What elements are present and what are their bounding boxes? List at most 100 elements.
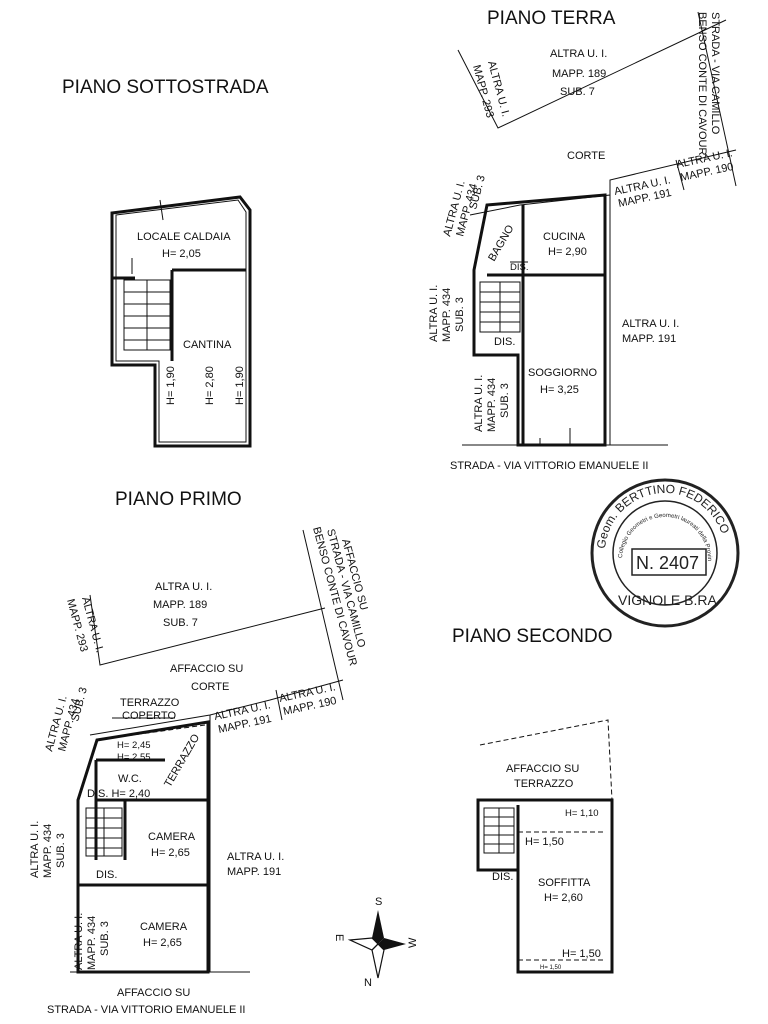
terra-boundary-street bbox=[697, 11, 737, 187]
label-h-190-right: H= 1,90 bbox=[234, 366, 246, 405]
label-dis-top: DIS. bbox=[510, 262, 528, 273]
label-affaccio-bottom-2: STRADA - VIA VITTORIO EMANUELE II bbox=[47, 1004, 245, 1016]
label-altra-434b-1: ALTRA U. I. bbox=[428, 285, 440, 342]
label-primo-altra-434c-1: ALTRA U. I. bbox=[73, 913, 85, 970]
terra-boundary-top bbox=[457, 19, 727, 129]
label-affaccio-corte-1: AFFACCIO SU bbox=[170, 663, 243, 675]
label-primo-altra-434b-1: ALTRA U. I. bbox=[29, 821, 41, 878]
label-camera-1: CAMERA bbox=[148, 831, 196, 843]
label-primo-dis: DIS. bbox=[96, 869, 117, 881]
label-altra-191b-2: MAPP. 191 bbox=[622, 333, 676, 345]
label-affaccio-bottom-1: AFFACCIO SU bbox=[117, 987, 190, 999]
label-locale-caldaia: LOCALE CALDAIA bbox=[137, 231, 231, 243]
label-bagno: BAGNO bbox=[486, 223, 516, 264]
compass-label-s: S bbox=[375, 896, 382, 908]
label-h-255: H= 2,55 bbox=[117, 752, 151, 763]
label-h-caldaia: H= 2,05 bbox=[162, 248, 201, 260]
label-cantina: CANTINA bbox=[183, 339, 232, 351]
label-altra-189-1: ALTRA U. I. bbox=[155, 581, 212, 593]
label-h-camera-2: H= 2,65 bbox=[143, 937, 182, 949]
label-terrazzo-coperto-2: COPERTO bbox=[122, 710, 176, 722]
label-altra-189-3: SUB. 7 bbox=[560, 86, 595, 98]
primo-stairs bbox=[85, 807, 123, 857]
label-dis: DIS. bbox=[494, 336, 515, 348]
primo-outline bbox=[76, 720, 210, 974]
label-h-cucina: H= 2,90 bbox=[548, 246, 587, 258]
label-altra-189-1: ALTRA U. I. bbox=[550, 48, 607, 60]
secondo-outline bbox=[476, 798, 614, 974]
compass-label-n: N bbox=[364, 977, 372, 989]
label-primo-altra-434a-3: SUB. 3 bbox=[69, 686, 90, 723]
label-h-245: H= 2,45 bbox=[117, 740, 151, 751]
stamp-city: VIGNOLE B.RA bbox=[618, 592, 717, 608]
label-street-emanuele: STRADA - VIA VITTORIO EMANUELE II bbox=[450, 460, 648, 472]
label-h-camera-1: H= 2,65 bbox=[151, 847, 190, 859]
title-terra: PIANO TERRA bbox=[487, 8, 616, 29]
secondo-terrazzo-dashed bbox=[479, 719, 613, 801]
label-wc: W.C. bbox=[118, 773, 142, 785]
label-h-110: H= 1,10 bbox=[565, 808, 599, 819]
primo-boundary-street bbox=[302, 529, 344, 701]
label-altra-189-2: MAPP. 189 bbox=[153, 599, 207, 611]
label-soggiorno: SOGGIORNO bbox=[528, 367, 598, 379]
sottostrada-arrow bbox=[159, 199, 164, 221]
label-dis-wc: DIS. H= 2,40 bbox=[87, 788, 150, 800]
primo-boundary-corte bbox=[89, 679, 344, 736]
label-camera-2: CAMERA bbox=[140, 921, 188, 933]
label-altra-434b-2: MAPP. 434 bbox=[441, 288, 453, 342]
plan-secondo: PIANO SECONDO AFFACCIO SU TERRAZZO H= 1,… bbox=[452, 626, 614, 974]
plan-sottostrada: PIANO SOTTOSTRADA LOCALE CALDAIA H= 2,05… bbox=[62, 77, 269, 448]
terra-boundary-tick bbox=[675, 159, 685, 191]
title-sottostrada: PIANO SOTTOSTRADA bbox=[62, 77, 269, 98]
label-primo-altra-191b-1: ALTRA U. I. bbox=[227, 851, 284, 863]
secondo-stairs bbox=[483, 807, 515, 854]
title-primo: PIANO PRIMO bbox=[115, 489, 242, 510]
label-terrazzo: TERRAZZO bbox=[162, 732, 202, 790]
sottostrada-outline bbox=[110, 195, 252, 448]
label-altra-434c-1: ALTRA U. I. bbox=[473, 375, 485, 432]
label-altra-191b-1: ALTRA U. I. bbox=[622, 318, 679, 330]
label-altra-434c-2: MAPP. 434 bbox=[486, 378, 498, 432]
sottostrada-inner-wall bbox=[115, 199, 247, 443]
label-h-280: H= 2,80 bbox=[204, 366, 216, 405]
compass-rose: S E W N bbox=[333, 896, 419, 989]
label-altra-189-2: MAPP. 189 bbox=[552, 68, 606, 80]
label-cucina: CUCINA bbox=[543, 231, 586, 243]
label-soffitta: SOFFITTA bbox=[538, 877, 591, 889]
label-secondo-h-150-small: H= 1,50 bbox=[540, 965, 562, 971]
label-altra-434a-3: SUB. 3 bbox=[467, 174, 488, 211]
title-secondo: PIANO SECONDO bbox=[452, 626, 612, 647]
label-altra-189-3: SUB. 7 bbox=[163, 617, 198, 629]
compass-label-w: W bbox=[407, 937, 419, 948]
label-altra-434b-3: SUB. 3 bbox=[454, 297, 466, 332]
label-primo-altra-434b-2: MAPP. 434 bbox=[42, 824, 54, 878]
label-secondo-h-150-top: H= 1,50 bbox=[525, 836, 564, 848]
label-terrazzo-coperto-1: TERRAZZO bbox=[120, 697, 180, 709]
terra-outline bbox=[472, 193, 607, 447]
label-secondo-dis: DIS. bbox=[492, 871, 513, 883]
label-primo-altra-434c-3: SUB. 3 bbox=[99, 921, 111, 956]
label-corte: CORTE bbox=[567, 150, 605, 162]
plan-primo: PIANO PRIMO AFFACCIO SU STRADA - VIA CAM… bbox=[29, 489, 370, 1016]
label-street-cavour-2: BENSO CONTE DI CAVOUR bbox=[696, 12, 708, 155]
label-primo-altra-434b-3: SUB. 3 bbox=[55, 833, 67, 868]
label-secondo-h-150-bottom: H= 1,50 bbox=[562, 948, 601, 960]
label-primo-altra-191b-2: MAPP. 191 bbox=[227, 866, 281, 878]
label-h-soggiorno: H= 3,25 bbox=[540, 384, 579, 396]
terra-stairs bbox=[479, 281, 521, 333]
label-street-cavour-1: STRADA - VIA CAMILLO bbox=[709, 12, 721, 135]
label-secondo-affaccio-1: AFFACCIO SU bbox=[506, 763, 579, 775]
primo-boundary-tick bbox=[275, 689, 283, 721]
label-secondo-affaccio-2: TERRAZZO bbox=[514, 778, 574, 790]
label-affaccio-corte-2: CORTE bbox=[191, 681, 229, 693]
sottostrada-stairs bbox=[123, 279, 171, 351]
label-h-190-left: H= 1,90 bbox=[165, 366, 177, 405]
label-h-soffitta: H= 2,60 bbox=[544, 892, 583, 904]
label-primo-altra-434c-2: MAPP. 434 bbox=[86, 916, 98, 970]
plan-terra: PIANO TERRA STRADA - VIA CAMILLO BENSO C… bbox=[428, 8, 737, 472]
stamp-number: N. 2407 bbox=[636, 553, 699, 573]
primo-boundary-top bbox=[89, 594, 326, 666]
compass-label-e: E bbox=[333, 934, 345, 941]
label-altra-434c-3: SUB. 3 bbox=[499, 383, 511, 418]
